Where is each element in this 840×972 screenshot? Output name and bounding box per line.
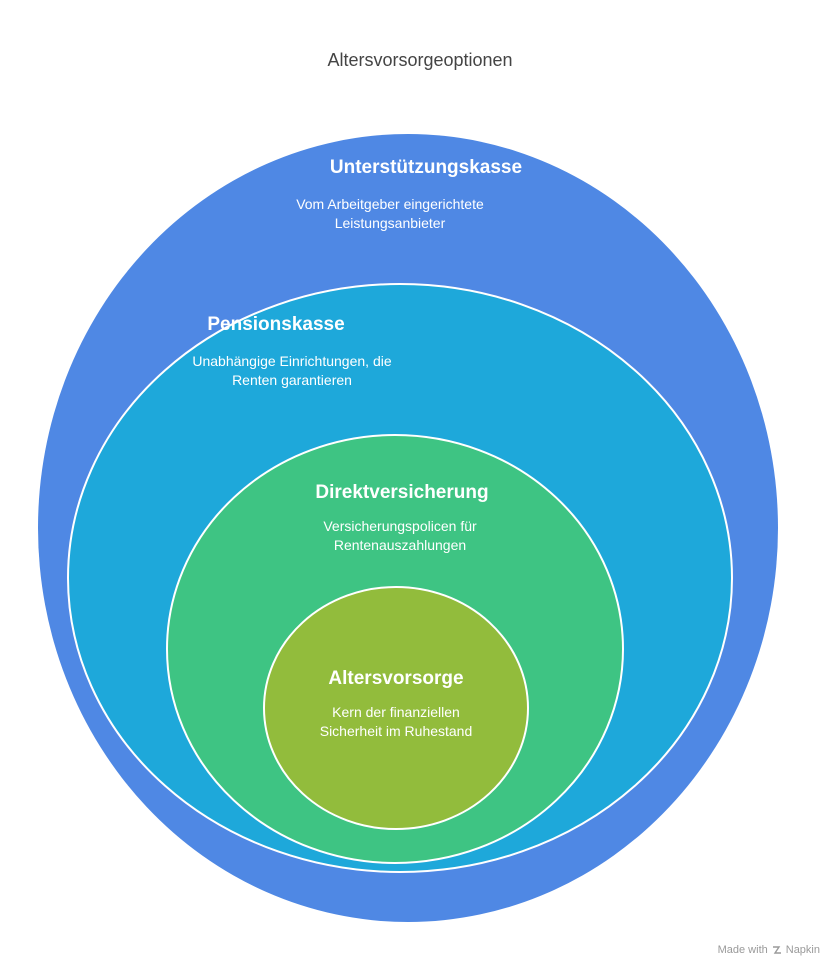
made-with-napkin-credit: Made with Napkin [718, 944, 820, 956]
layer-description-altersvorsorge: Kern der finanziellen Sicherheit im Ruhe… [319, 704, 473, 739]
layer-description-direktversicherung: Versicherungspolicen für Rentenauszahlun… [323, 518, 477, 553]
napkin-logo-icon [772, 946, 781, 954]
napkin-brand-label: Napkin [785, 944, 820, 956]
layer-title-unterstuetzungskasse: Unterstützungskasse [329, 157, 523, 178]
layer-title-direktversicherung: Direktversicherung [315, 482, 489, 503]
ring-altersvorsorge [263, 586, 529, 830]
layer-description-unterstuetzungskasse: Vom Arbeitgeber eingerichtete Leistungsa… [296, 196, 484, 231]
layer-title-altersvorsorge: Altersvorsorge [328, 668, 464, 689]
diagram-title: Altersvorsorgeoptionen [327, 50, 513, 70]
layer-description-pensionskasse: Unabhängige Einrichtungen, die Renten ga… [192, 353, 392, 388]
layer-title-pensionskasse: Pensionskasse [207, 314, 345, 335]
made-with-label: Made with [717, 944, 768, 956]
